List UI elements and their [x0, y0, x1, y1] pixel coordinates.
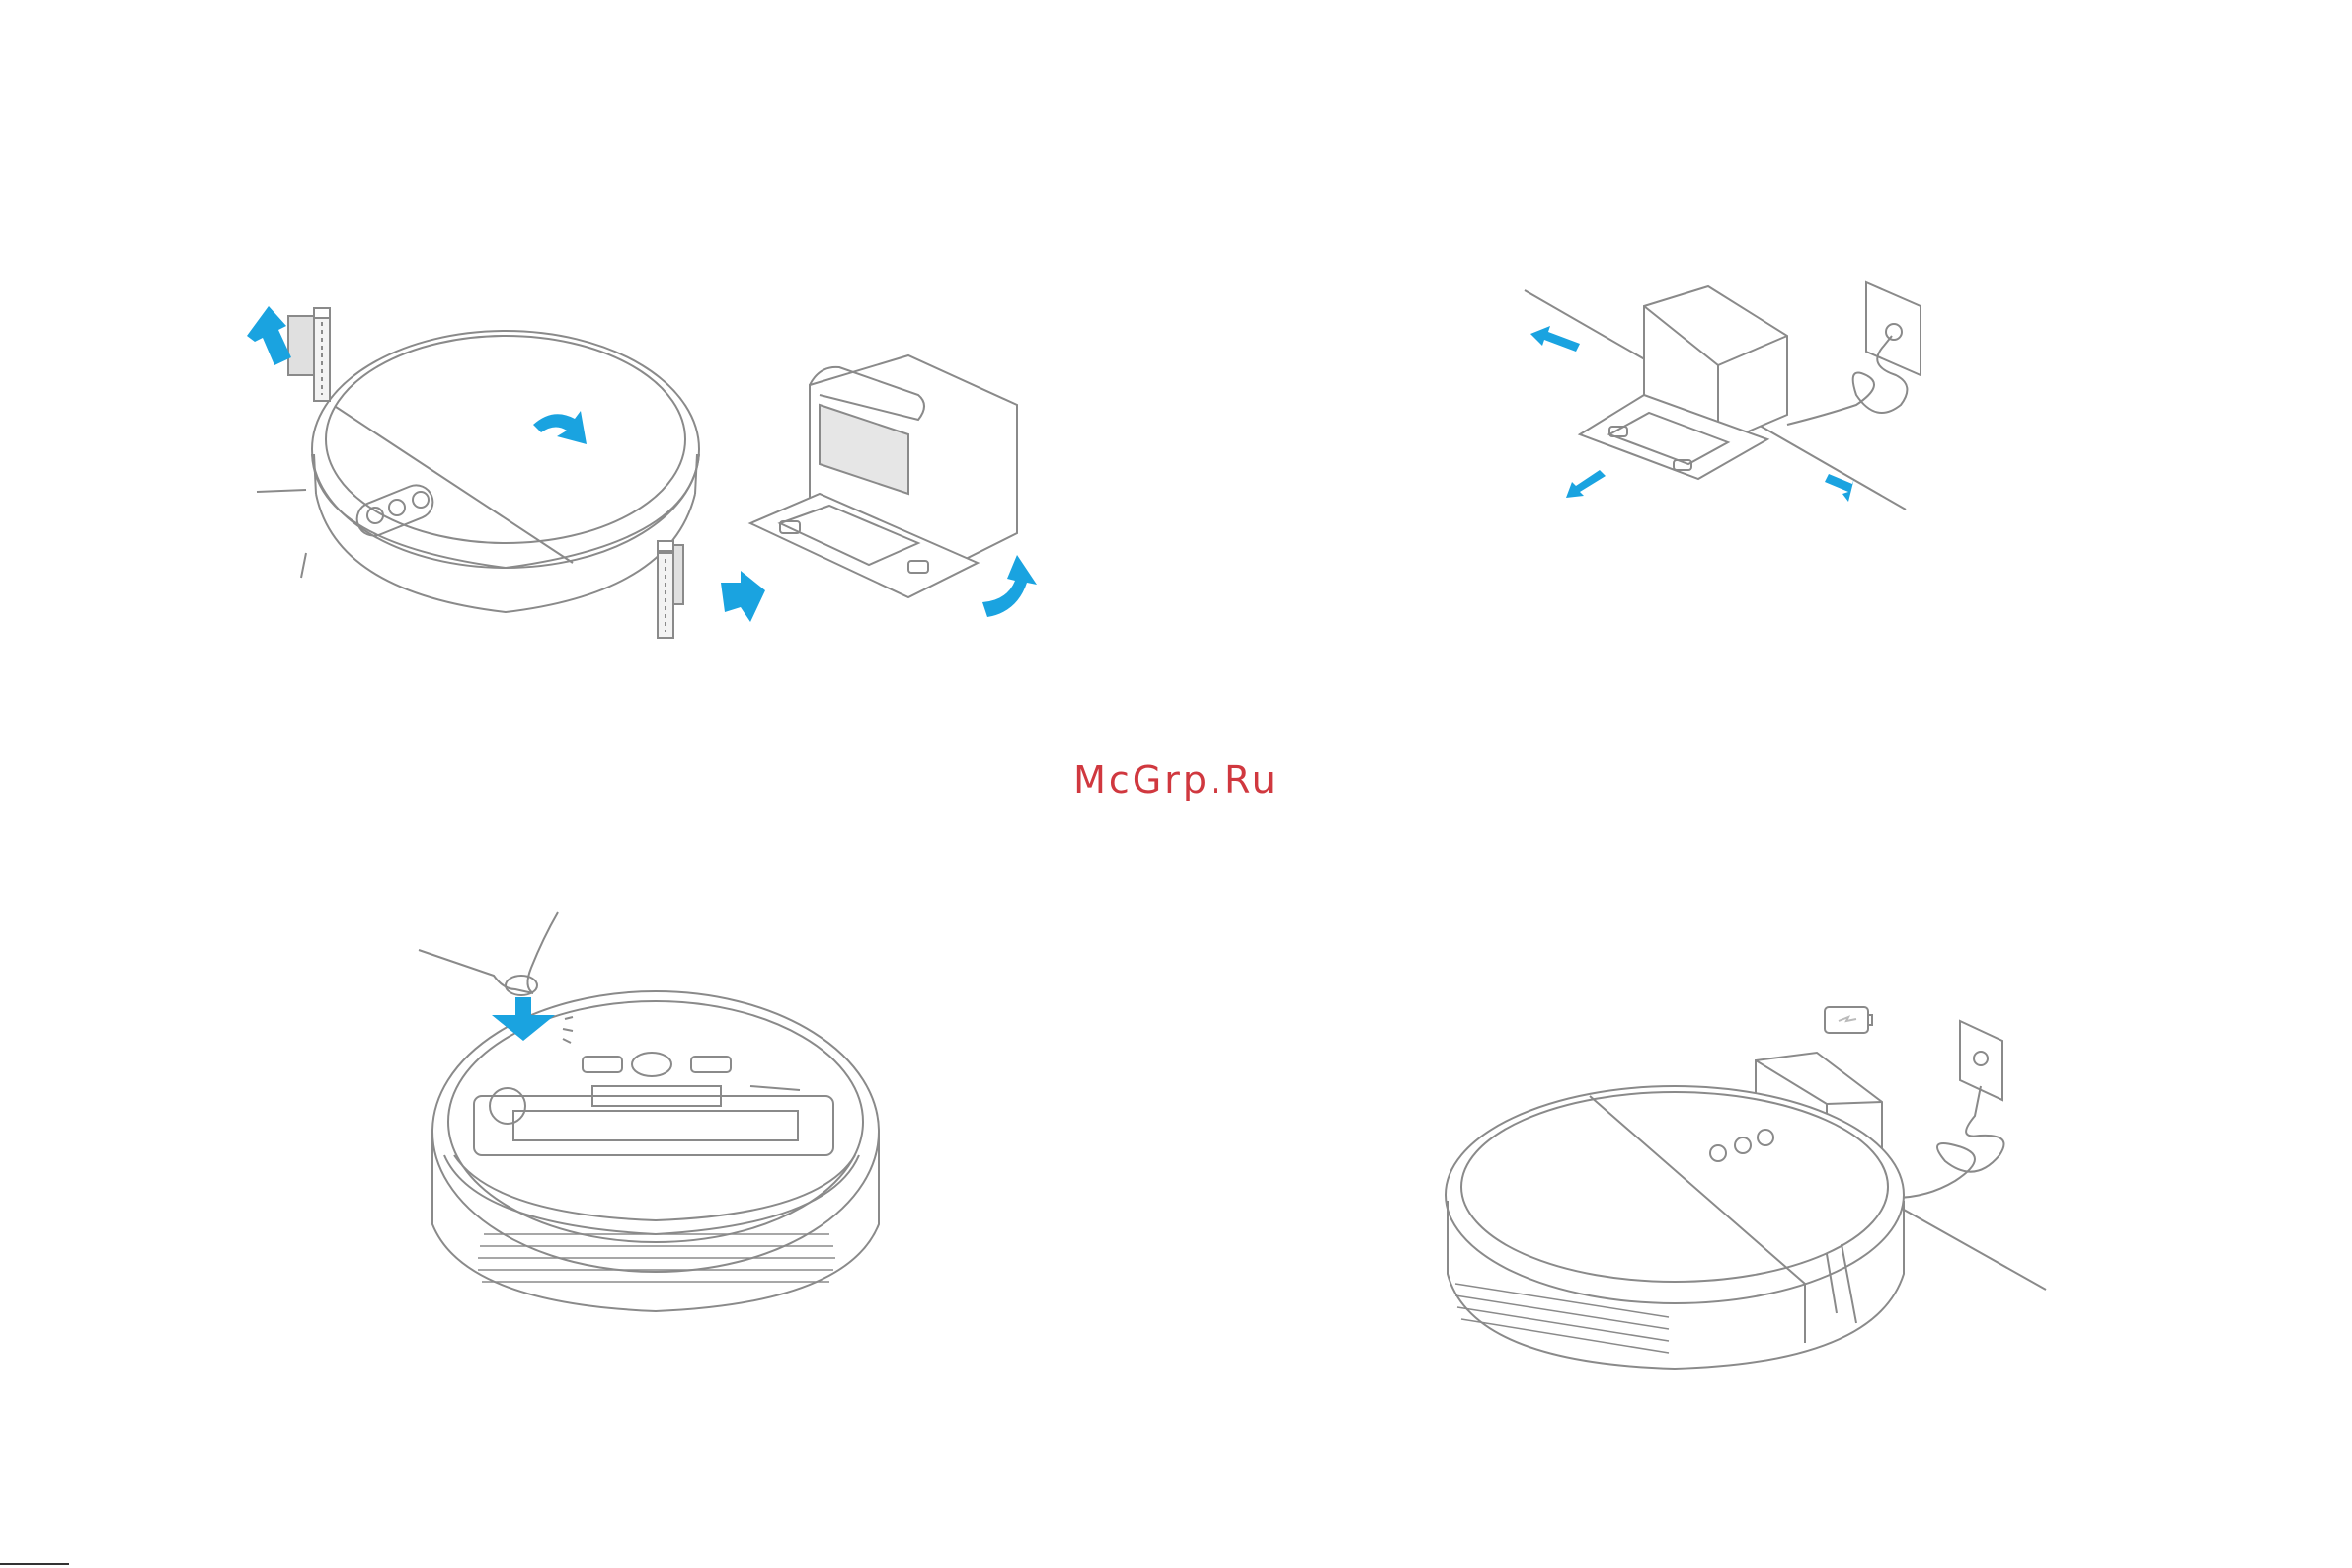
down-arrow-icon: [492, 997, 555, 1041]
illustration-side-brush: [405, 899, 899, 1323]
panel-remove-protective-strips: [227, 296, 1096, 671]
watermark-text: McGrp.Ru: [0, 758, 2352, 802]
robot-underside-icon: [432, 991, 879, 1311]
robot-vacuum-icon: [1446, 1086, 1904, 1369]
protective-strip-icon: [288, 308, 330, 401]
rotate-arrow-icon: [533, 411, 587, 444]
charging-dock-icon: [750, 355, 1017, 597]
charging-dock-icon: [1580, 286, 1787, 479]
illustration-robot-and-dock: [227, 296, 1096, 671]
side-brush-icon: [419, 912, 558, 995]
power-cord-icon: [1787, 336, 1907, 425]
wall-outlet-icon: [1866, 282, 1921, 375]
protective-strip-icon: [658, 541, 683, 638]
panel-place-dock-against-wall: [1511, 267, 1965, 523]
illustration-robot-charging: [1442, 987, 2054, 1382]
rotate-arrow-icon: [982, 555, 1037, 617]
illustration-dock-wall: [1511, 267, 1965, 523]
panel-install-side-brush: [405, 899, 899, 1323]
panel-robot-charging: [1442, 987, 2054, 1382]
footer-rule: [0, 1563, 69, 1565]
battery-charging-icon: [1825, 1007, 1872, 1033]
